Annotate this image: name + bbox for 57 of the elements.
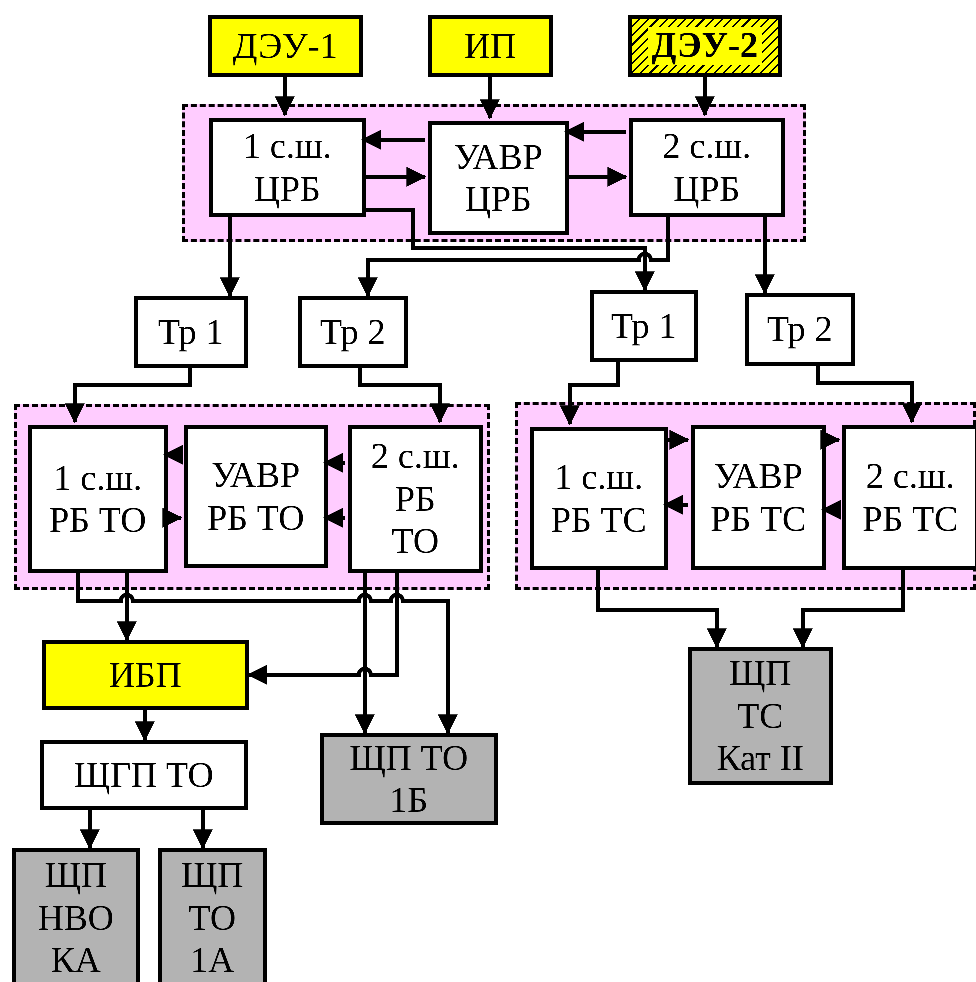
dashed-group-frame	[182, 104, 806, 242]
arrow	[135, 710, 155, 742]
arrow	[193, 810, 213, 850]
arrow	[564, 122, 626, 142]
arrow	[275, 77, 295, 117]
dashed-group-frame	[515, 402, 976, 590]
arrow	[117, 570, 137, 642]
arrow	[80, 810, 100, 850]
arrow	[665, 430, 690, 450]
panel-box: ЩП НВО КА	[12, 848, 140, 982]
arrow	[358, 368, 450, 424]
arrow	[247, 570, 399, 685]
arrow	[162, 508, 183, 528]
arrow	[816, 366, 922, 424]
process-box: ЩГП ТО	[40, 740, 248, 810]
process-box: 2 с.ш. РБ ТС	[842, 425, 976, 570]
arrow	[220, 214, 240, 298]
arrow	[755, 214, 775, 295]
arrow	[361, 130, 425, 150]
arrow	[358, 214, 670, 298]
arrow	[323, 508, 345, 528]
process-box: 1 с.ш. РБ ТС	[530, 427, 668, 570]
arrow	[663, 495, 688, 515]
process-box: УАВР ЦРБ	[428, 121, 569, 235]
arrow	[355, 570, 375, 735]
arrow	[76, 570, 458, 735]
dashed-group-frame	[14, 404, 490, 590]
panel-box: ЩП ТО 1А	[158, 848, 267, 982]
arrow	[363, 167, 427, 187]
process-box: ДЭУ-2	[628, 15, 782, 77]
process-box: ИБП	[42, 640, 249, 710]
process-box: 2 с.ш. ЦРБ	[629, 118, 785, 217]
process-box: Тр 2	[298, 296, 408, 368]
process-box: 1 с.ш. ЦРБ	[209, 118, 366, 217]
process-box: УАВР РБ ТС	[691, 425, 826, 570]
arrow	[695, 77, 715, 117]
arrow	[821, 500, 842, 520]
process-box: ИП	[428, 15, 553, 77]
arrow	[596, 567, 727, 649]
process-box: 1 с.ш. РБ ТО	[28, 425, 168, 573]
process-box: Тр 1	[134, 296, 248, 368]
process-box: 2 с.ш. РБ ТО	[348, 425, 483, 573]
arrow	[65, 368, 192, 424]
arrow	[480, 77, 500, 120]
arrow	[363, 208, 655, 292]
process-box: Тр 1	[590, 290, 698, 362]
panel-box: ЩП ТС Кат II	[688, 647, 833, 785]
arrow	[560, 362, 620, 426]
arrow	[163, 445, 184, 465]
arrow	[566, 167, 628, 187]
arrow	[820, 430, 841, 450]
arrow	[793, 567, 905, 649]
process-box: ДЭУ-1	[208, 15, 363, 77]
process-box: Тр 2	[745, 293, 855, 366]
panel-box: ЩП ТО 1Б	[320, 733, 498, 825]
arrow	[323, 453, 345, 473]
process-box: УАВР РБ ТО	[184, 425, 328, 568]
